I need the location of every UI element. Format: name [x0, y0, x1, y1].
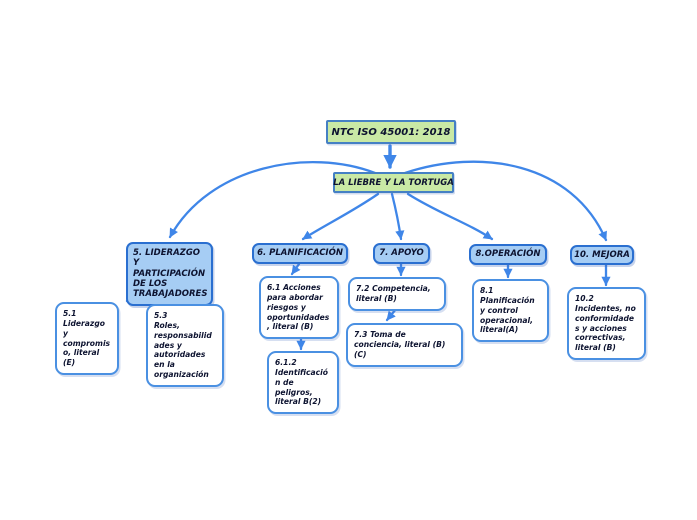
child-6-1-acciones-riesgos-oportunidades[interactable]: 6.1 Acciones para abordar riesgos y opor…	[259, 276, 339, 340]
branch-8-operacion[interactable]: 8.OPERACIÓN	[469, 244, 547, 265]
branch-5-liderazgo-y-participacion[interactable]: 5. LIDERAZGO Y PARTICIPACIÓN DE LOS TRAB…	[126, 242, 213, 306]
child-5-3-roles-responsabilidades[interactable]: 5.3 Roles, responsabilidades y autoridad…	[146, 304, 224, 388]
node-la-liebre-y-la-tortuga[interactable]: LA LIEBRE Y LA TORTUGA	[333, 172, 454, 193]
connector-subroot-to-branch-7	[390, 192, 405, 241]
branch-6-planificacion[interactable]: 6. PLANIFICACIÓN	[252, 243, 348, 264]
child-10-2-incidentes-no-conformidades[interactable]: 10.2 Incidentes, no conformidades y acci…	[567, 287, 646, 361]
child-8-1-planificacion-y-control[interactable]: 8.1 Planificación y control operacional,…	[472, 279, 549, 343]
child-7-3-toma-de-conciencia[interactable]: 7.3 Toma de conciencia, literal (B)(C)	[346, 323, 463, 367]
connector-subroot-to-branch-10	[403, 160, 608, 242]
child-7-2-competencia[interactable]: 7.2 Competencia, literal (B)	[348, 277, 446, 311]
connector-subroot-to-branch-8	[406, 192, 494, 241]
child-6-1-2-identificacion-de-peligros[interactable]: 6.1.2 Identificación de peligros, litera…	[267, 351, 339, 415]
node-ntc-iso-45001[interactable]: NTC ISO 45001: 2018	[326, 120, 456, 144]
connector-subroot-to-branch-6	[301, 192, 380, 241]
connector-subroot-to-branch-5	[168, 161, 377, 239]
branch-7-apoyo[interactable]: 7. APOYO	[373, 243, 430, 264]
connector-7-2-to-7-3	[385, 307, 398, 322]
child-5-1-liderazgo-y-compromiso[interactable]: 5.1 Liderazgo y compromiso, literal (E)	[55, 302, 119, 376]
branch-10-mejora[interactable]: 10. MEJORA	[570, 245, 634, 265]
connector-branch6-to-6-1	[290, 262, 301, 276]
